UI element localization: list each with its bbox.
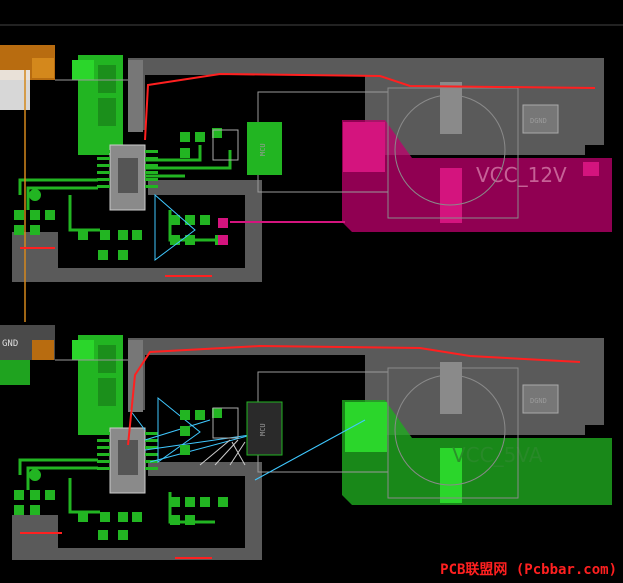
board-2-mcu-label: MCU bbox=[259, 423, 267, 436]
board-1-inductor-top-pad[interactable] bbox=[440, 82, 462, 134]
board-1-mcu-component[interactable] bbox=[247, 122, 282, 175]
board-1-vcc-pour bbox=[342, 120, 612, 232]
board-1-diode-outline bbox=[154, 193, 196, 261]
board-2-mcu-outline bbox=[212, 407, 239, 439]
board-2-connector-green bbox=[0, 360, 30, 385]
board-2-red-route bbox=[127, 344, 581, 446]
board-1-dgnd-label: DGND bbox=[530, 117, 547, 125]
watermark: PCB联盟网 (Pcbbar.com) bbox=[440, 562, 617, 578]
board-2-mcu-component[interactable] bbox=[246, 401, 283, 456]
board-2-dgnd-label: DGND bbox=[530, 397, 547, 405]
board-1-small-pad[interactable] bbox=[583, 162, 599, 176]
board-1-net-label: VCC_12V bbox=[476, 163, 567, 187]
board-1-pad-a[interactable] bbox=[72, 60, 94, 80]
board-1[interactable]: VCC_12V DGND bbox=[0, 45, 612, 322]
board-2-ic-pins bbox=[97, 432, 158, 470]
board-1-traces bbox=[18, 145, 232, 242]
board-2-small-pads[interactable] bbox=[14, 408, 228, 540]
board-1-pad-b[interactable] bbox=[98, 65, 116, 93]
board-1-mcu-label: MCU bbox=[259, 143, 267, 156]
board-1-magenta-pad-b[interactable] bbox=[218, 235, 228, 245]
board-1-via[interactable] bbox=[29, 189, 41, 201]
board-2-pad-b[interactable] bbox=[98, 345, 116, 373]
board-2-ic-thermal-pad bbox=[118, 440, 138, 475]
board-2-inductor-pad[interactable] bbox=[440, 448, 462, 503]
board-2[interactable]: VCC_5VA DGND bbox=[0, 325, 612, 560]
board-2-vcc-pour bbox=[342, 400, 612, 505]
board-2-connector-label: GND bbox=[2, 339, 18, 349]
board-2-dgnd-pad[interactable] bbox=[522, 384, 559, 414]
board-1-pad-c[interactable] bbox=[98, 98, 116, 126]
board-2-pad-a[interactable] bbox=[72, 340, 94, 360]
board-1-magenta-pad-a[interactable] bbox=[218, 218, 228, 228]
board-2-white-ratsnest bbox=[199, 439, 246, 466]
board-1-connector-pad[interactable] bbox=[32, 58, 54, 78]
board-2-pad-c[interactable] bbox=[98, 378, 116, 406]
board-2-via[interactable] bbox=[29, 469, 41, 481]
board-1-vcc-pad[interactable] bbox=[343, 122, 385, 172]
board-1-inductor-pad[interactable] bbox=[440, 168, 462, 223]
board-1-lower-loop bbox=[12, 180, 262, 282]
board-2-ratsnest bbox=[129, 396, 366, 481]
board-1-ic-thermal-pad bbox=[118, 158, 138, 193]
board-1-cap-pad[interactable] bbox=[128, 60, 143, 132]
board-2-net-label: VCC_5VA bbox=[452, 443, 543, 467]
board-1-mcu-outline bbox=[212, 129, 239, 161]
board-2-inductor-top-pad[interactable] bbox=[440, 362, 462, 414]
board-2-connector-pad[interactable] bbox=[32, 340, 54, 360]
board-1-red-route bbox=[144, 72, 596, 141]
board-2-lower-loop bbox=[12, 462, 262, 560]
board-1-dgnd-pad[interactable] bbox=[522, 104, 559, 134]
